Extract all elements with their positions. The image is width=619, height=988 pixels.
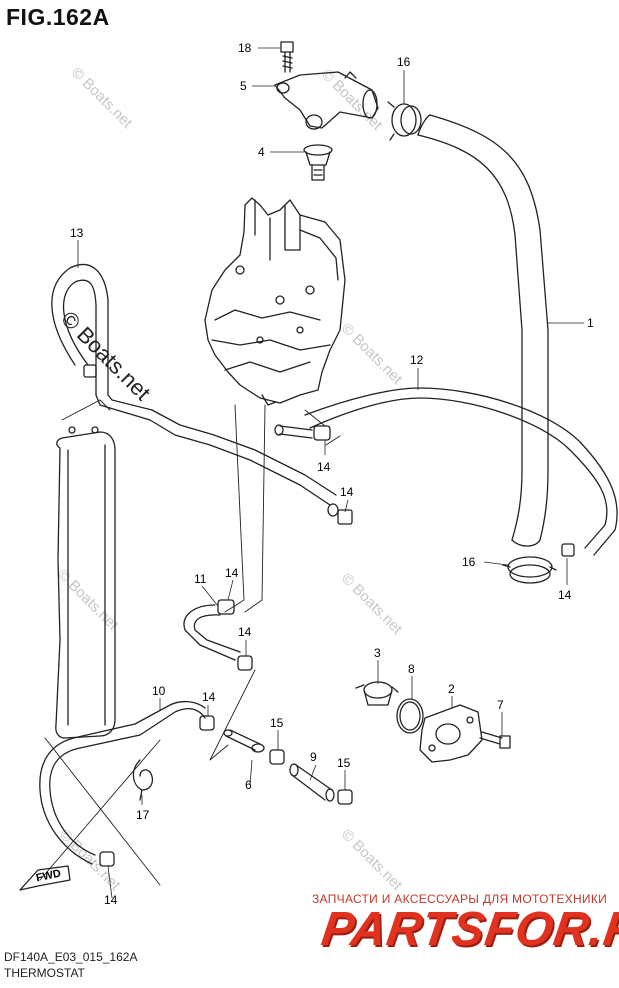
clamp-14-bottom bbox=[99, 851, 115, 867]
thermostat-part-4 bbox=[303, 144, 333, 181]
engine-block bbox=[204, 197, 346, 406]
callout-15: 15 bbox=[270, 716, 284, 730]
callout-7: 7 bbox=[497, 698, 504, 712]
clamp-13 bbox=[83, 364, 97, 378]
callout-14: 14 bbox=[225, 566, 239, 580]
hose-part-1 bbox=[417, 114, 549, 547]
callout-15: 15 bbox=[337, 756, 351, 770]
hose-part-12-inlet bbox=[274, 424, 313, 439]
callout-18: 18 bbox=[238, 41, 252, 55]
callout-5: 5 bbox=[240, 79, 247, 93]
callout-3: 3 bbox=[374, 646, 381, 660]
callout-16: 16 bbox=[462, 555, 476, 569]
clamp-part-16-top bbox=[387, 101, 422, 141]
callout-10: 10 bbox=[152, 684, 166, 698]
figure-title: FIG.162A bbox=[6, 4, 110, 30]
thermostat-part-3 bbox=[355, 681, 399, 706]
housing-part-2 bbox=[419, 704, 483, 763]
clamp-14-11top bbox=[217, 599, 235, 615]
callout-14: 14 bbox=[340, 485, 354, 499]
callout-12: 12 bbox=[410, 353, 424, 367]
ad-tagline: ЗАПЧАСТИ И АКСЕССУАРЫ ДЛЯ МОТОТЕХНИКИ bbox=[312, 892, 608, 906]
fwd-arrow bbox=[19, 865, 71, 891]
callout-4: 4 bbox=[258, 145, 265, 159]
callout-16: 16 bbox=[397, 55, 411, 69]
callout-9: 9 bbox=[310, 750, 317, 764]
o-ring-part-8 bbox=[396, 698, 424, 734]
callout-17: 17 bbox=[136, 808, 150, 822]
clamp-14-mid bbox=[337, 509, 353, 525]
bolt-part-18 bbox=[280, 41, 294, 73]
bolt-part-7 bbox=[479, 731, 511, 749]
ad-logo: PARTSFOR.RU bbox=[318, 903, 619, 956]
hose-part-10 bbox=[39, 700, 206, 865]
hose-part-12 bbox=[304, 387, 618, 556]
figure-name: THERMOSTAT bbox=[4, 966, 85, 980]
clamp-part-15-a bbox=[269, 749, 285, 765]
callout-14: 14 bbox=[202, 690, 216, 704]
callout-8: 8 bbox=[408, 662, 415, 676]
clamp-part-15-b bbox=[337, 789, 353, 805]
clamp-part-16-bottom bbox=[502, 556, 557, 584]
clamp-14-11bot bbox=[237, 655, 253, 671]
callout-6: 6 bbox=[245, 778, 252, 792]
callout-14: 14 bbox=[317, 460, 331, 474]
long-hose bbox=[95, 394, 339, 517]
callout-11: 11 bbox=[194, 572, 207, 586]
hose-part-9 bbox=[289, 763, 335, 802]
clip-part-17 bbox=[132, 759, 153, 801]
pipe-part-6 bbox=[223, 729, 265, 753]
callout-14: 14 bbox=[558, 588, 572, 602]
callout-2: 2 bbox=[448, 682, 455, 696]
figure-code: DF140A_E03_015_162A bbox=[4, 950, 138, 964]
callout-13: 13 bbox=[70, 226, 84, 240]
callout-14: 14 bbox=[104, 893, 118, 907]
clamp-14-top bbox=[313, 425, 331, 441]
callout-1: 1 bbox=[587, 316, 594, 330]
clamp-14-right bbox=[561, 543, 575, 557]
hose-part-11 bbox=[183, 604, 241, 661]
midsection-frame bbox=[55, 426, 116, 739]
thermostat-cover-part-5 bbox=[274, 71, 379, 130]
callout-14: 14 bbox=[238, 625, 252, 639]
clamp-14-10 bbox=[199, 715, 215, 731]
hose-part-13 bbox=[51, 263, 109, 396]
